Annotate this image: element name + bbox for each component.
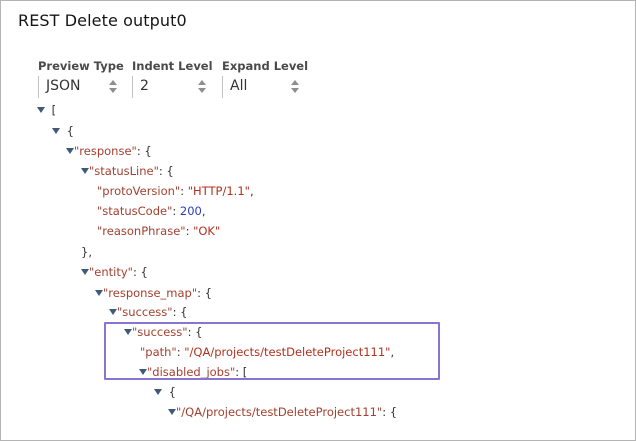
expand-level-spinner-icon[interactable] (291, 80, 300, 96)
collapse-toggle-icon[interactable] (168, 408, 176, 415)
preview-type-control: Preview Type JSON (38, 59, 124, 98)
tree-row: "success": { (109, 303, 187, 321)
expand-level-value: All (230, 78, 248, 94)
spinner-up-icon[interactable] (109, 80, 117, 85)
tree-row: "response": { (66, 142, 152, 160)
indent-level-label: Indent Level (132, 59, 213, 73)
indent-level-spinner-icon[interactable] (198, 80, 207, 96)
collapse-toggle-icon[interactable] (109, 308, 117, 315)
tree-row: "disabled_jobs": [ (139, 363, 247, 381)
spinner-up-icon[interactable] (198, 80, 206, 85)
collapse-toggle-icon[interactable] (154, 388, 162, 395)
collapse-toggle-icon[interactable] (37, 106, 45, 113)
collapse-toggle-icon[interactable] (81, 167, 89, 174)
expand-level-label: Expand Level (222, 59, 309, 73)
tree-row: "success": { (124, 323, 202, 341)
indent-level-value: 2 (140, 78, 149, 94)
collapse-toggle-icon[interactable] (81, 268, 89, 275)
expand-level-control: Expand Level All (222, 59, 309, 98)
expand-level-select[interactable]: All (222, 76, 304, 98)
collapse-toggle-icon[interactable] (52, 127, 60, 134)
tree-row: "reasonPhrase": "OK" (97, 224, 221, 238)
tree-row: [ (37, 101, 56, 119)
spinner-down-icon[interactable] (198, 88, 206, 93)
tree-row: "path": "/QA/projects/testDeleteProject1… (140, 345, 395, 359)
collapse-toggle-icon[interactable] (124, 328, 132, 335)
spinner-down-icon[interactable] (291, 88, 299, 93)
tree-row: { (154, 383, 176, 401)
collapse-toggle-icon[interactable] (66, 147, 74, 154)
tree-row: "statusLine": { (81, 162, 174, 180)
tree-row: }, (81, 245, 92, 259)
panel-title: REST Delete output0 (18, 11, 187, 30)
preview-type-label: Preview Type (38, 59, 124, 73)
preview-type-value: JSON (46, 78, 81, 94)
spinner-down-icon[interactable] (109, 88, 117, 93)
preview-type-select[interactable]: JSON (38, 76, 120, 98)
preview-type-spinner-icon[interactable] (109, 80, 118, 96)
collapse-toggle-icon[interactable] (139, 368, 147, 375)
collapse-toggle-icon[interactable] (95, 289, 103, 296)
spinner-up-icon[interactable] (291, 80, 299, 85)
tree-row: "statusCode": 200, (97, 204, 206, 218)
tree-row: "protoVersion": "HTTP/1.1", (97, 184, 254, 198)
tree-row: "entity": { (81, 263, 148, 281)
indent-level-control: Indent Level 2 (132, 59, 213, 98)
tree-row: { (52, 122, 74, 140)
indent-level-select[interactable]: 2 (132, 76, 212, 98)
highlight-box (104, 322, 440, 380)
tree-row: "response_map": { (95, 284, 212, 302)
tree-row: "/QA/projects/testDeleteProject111": { (168, 403, 397, 421)
